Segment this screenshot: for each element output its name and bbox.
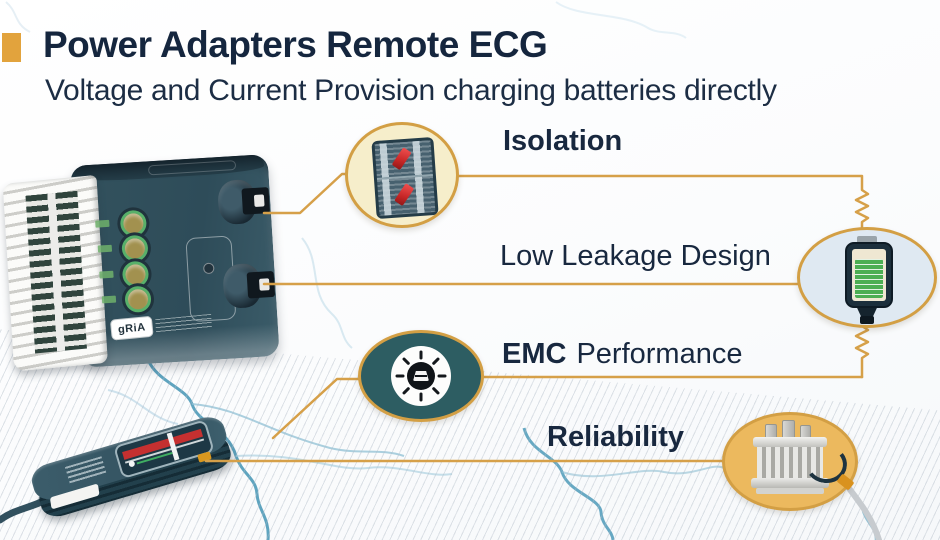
- led-label-4: [101, 295, 117, 304]
- output-connector-top: [216, 178, 272, 226]
- breaker-switch-icon: [391, 147, 412, 171]
- radiation-ray-icon: [419, 350, 423, 360]
- emc-label-secondary: Performance: [576, 338, 743, 370]
- radiation-ray-icon: [437, 374, 447, 378]
- power-adapter-device: gRiA: [0, 148, 282, 384]
- page-subtitle: Voltage and Current Provision charging b…: [45, 74, 777, 107]
- monitor-plug-tip: [860, 316, 874, 324]
- emc-device-icon: [413, 371, 429, 381]
- emc-label-primary: EMC: [502, 338, 567, 370]
- adapter-heatsink: [2, 174, 108, 372]
- breaker-row-bottom: [377, 176, 436, 216]
- led-label-3: [99, 270, 114, 279]
- breaker-panel-icon: [371, 136, 439, 220]
- isolation-node-circle: [345, 122, 459, 228]
- emc-node-circle: [358, 330, 484, 422]
- radiation-ray-icon: [431, 356, 441, 366]
- radiation-ray-icon: [431, 386, 441, 396]
- low-leakage-node-circle: [797, 227, 937, 328]
- emc-label: EMC Performance: [502, 338, 742, 371]
- transformer-base-lower: [756, 488, 824, 494]
- radiation-ray-icon: [401, 386, 411, 396]
- connector-plug: [241, 187, 271, 215]
- reliability-node-circle: [722, 412, 858, 511]
- monitor-green-display: [855, 259, 883, 298]
- transformer-base: [751, 478, 829, 488]
- remote-text-block: [64, 456, 107, 485]
- adapter-vent-slots: [25, 190, 87, 354]
- monitor-screen: [852, 249, 886, 301]
- radiation-ray-icon: [395, 374, 405, 378]
- radiation-ray-icon: [401, 356, 411, 366]
- radiation-ray-icon: [419, 392, 423, 402]
- breaker-switch-icon: [394, 183, 415, 207]
- monitor-plug: [857, 308, 877, 317]
- reliability-label: Reliability: [547, 421, 684, 453]
- connector-plug: [246, 270, 276, 299]
- breaker-row-top: [374, 140, 433, 180]
- monitor-cap: [857, 236, 877, 244]
- page-title: Power Adapters Remote ECG: [43, 24, 548, 65]
- ecg-monitor-icon: [845, 242, 893, 308]
- display-dot: [128, 460, 136, 468]
- led-label-2: [97, 244, 113, 253]
- low-leakage-label: Low Leakage Design: [500, 240, 771, 272]
- line-monitor-to-emc-zigzag: [854, 324, 870, 379]
- emc-radiation-icon: [391, 346, 451, 406]
- line-to-isolation: [262, 172, 350, 215]
- output-connector-bottom: [222, 262, 277, 309]
- transformer-top-bar: [753, 437, 827, 447]
- transformer-icon: [757, 447, 823, 478]
- line-isolation-to-monitor-zigzag: [454, 174, 870, 230]
- led-label-1: [95, 219, 110, 228]
- isolation-label: Isolation: [503, 125, 623, 157]
- emc-device-core: [407, 362, 435, 390]
- title-bullet-square: [2, 33, 21, 62]
- brand-logo: gRiA: [109, 315, 154, 341]
